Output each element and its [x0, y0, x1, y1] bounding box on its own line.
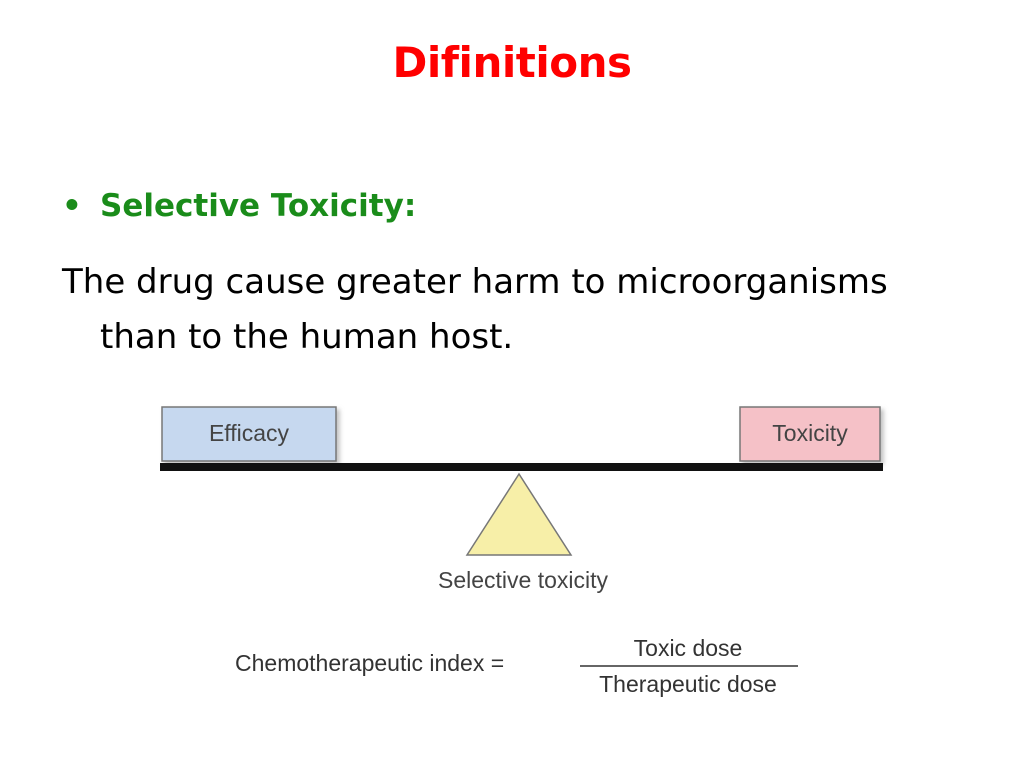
toxicity-label: Toxicity: [772, 420, 848, 446]
toxicity-box: Toxicity: [739, 406, 881, 462]
definition-line-2: than to the human host.: [100, 317, 514, 357]
efficacy-box: Efficacy: [161, 406, 337, 462]
bullet-item: • Selective Toxicity:: [62, 188, 416, 224]
selective-toxicity-diagram: Efficacy Toxicity Selective toxicity Che…: [160, 406, 883, 697]
formula-numerator: Toxic dose: [634, 635, 743, 661]
formula-denominator: Therapeutic dose: [599, 671, 777, 697]
slide-title: Difinitions: [392, 38, 632, 87]
bullet-heading: Selective Toxicity:: [100, 188, 417, 224]
fulcrum-label: Selective toxicity: [438, 567, 609, 593]
formula-lhs: Chemotherapeutic index =: [235, 650, 504, 676]
fulcrum-triangle: [465, 472, 573, 556]
efficacy-label: Efficacy: [209, 420, 290, 446]
balance-beam: [160, 463, 883, 471]
definition-line-1: The drug cause greater harm to microorga…: [62, 262, 888, 302]
definition-text: The drug cause greater harm to microorga…: [62, 255, 982, 365]
bullet-marker: •: [62, 188, 82, 224]
